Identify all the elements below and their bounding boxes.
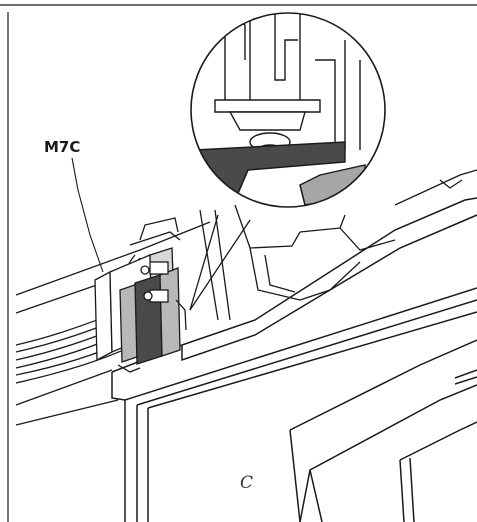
callout-leader xyxy=(71,157,104,273)
rear-panel xyxy=(15,169,477,426)
detail-leader xyxy=(189,214,251,311)
micro-switch xyxy=(94,217,187,373)
front-housing xyxy=(111,197,477,522)
callout-label: M7C xyxy=(44,138,80,156)
housing-mark: C xyxy=(240,473,253,493)
detail-view xyxy=(190,12,386,208)
